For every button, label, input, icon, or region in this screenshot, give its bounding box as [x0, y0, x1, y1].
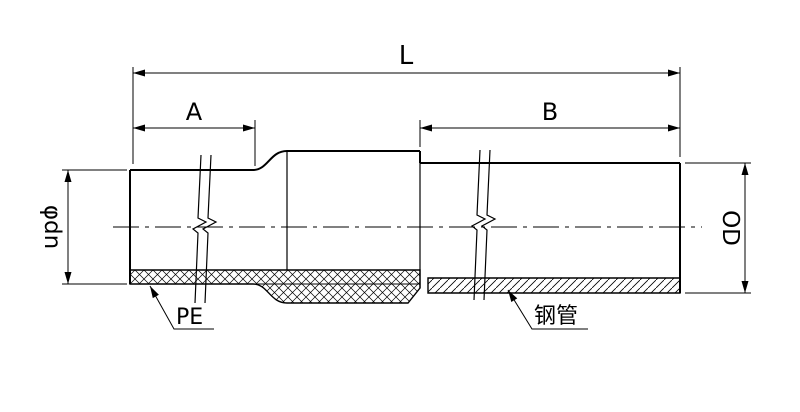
break-lines [191, 149, 497, 304]
dim-label-od: OD [717, 210, 743, 246]
leader-lines [149, 285, 588, 330]
dim-label-A: A [186, 98, 203, 126]
callout-steel-pipe-label: 钢管 [534, 304, 578, 329]
steel-wall-section-hatch [427, 277, 681, 294]
leader-steel-pipe [507, 289, 588, 330]
extension-lines [62, 67, 751, 294]
transition-curve [252, 150, 288, 171]
break-line-left-1 [191, 154, 208, 304]
dim-label-phi-dn: φdn [39, 205, 65, 249]
break-line-left-2 [201, 154, 218, 304]
internal-edges [286, 151, 421, 288]
leader-pe [149, 285, 214, 330]
dim-label-L: L [399, 41, 414, 71]
break-line-right-2 [480, 149, 497, 301]
body-outline [129, 150, 681, 293]
dim-label-B: B [542, 98, 558, 126]
break-line-right-1 [470, 149, 487, 301]
dimension-lines [64, 69, 749, 293]
callout-pe-label: PE [176, 305, 203, 330]
